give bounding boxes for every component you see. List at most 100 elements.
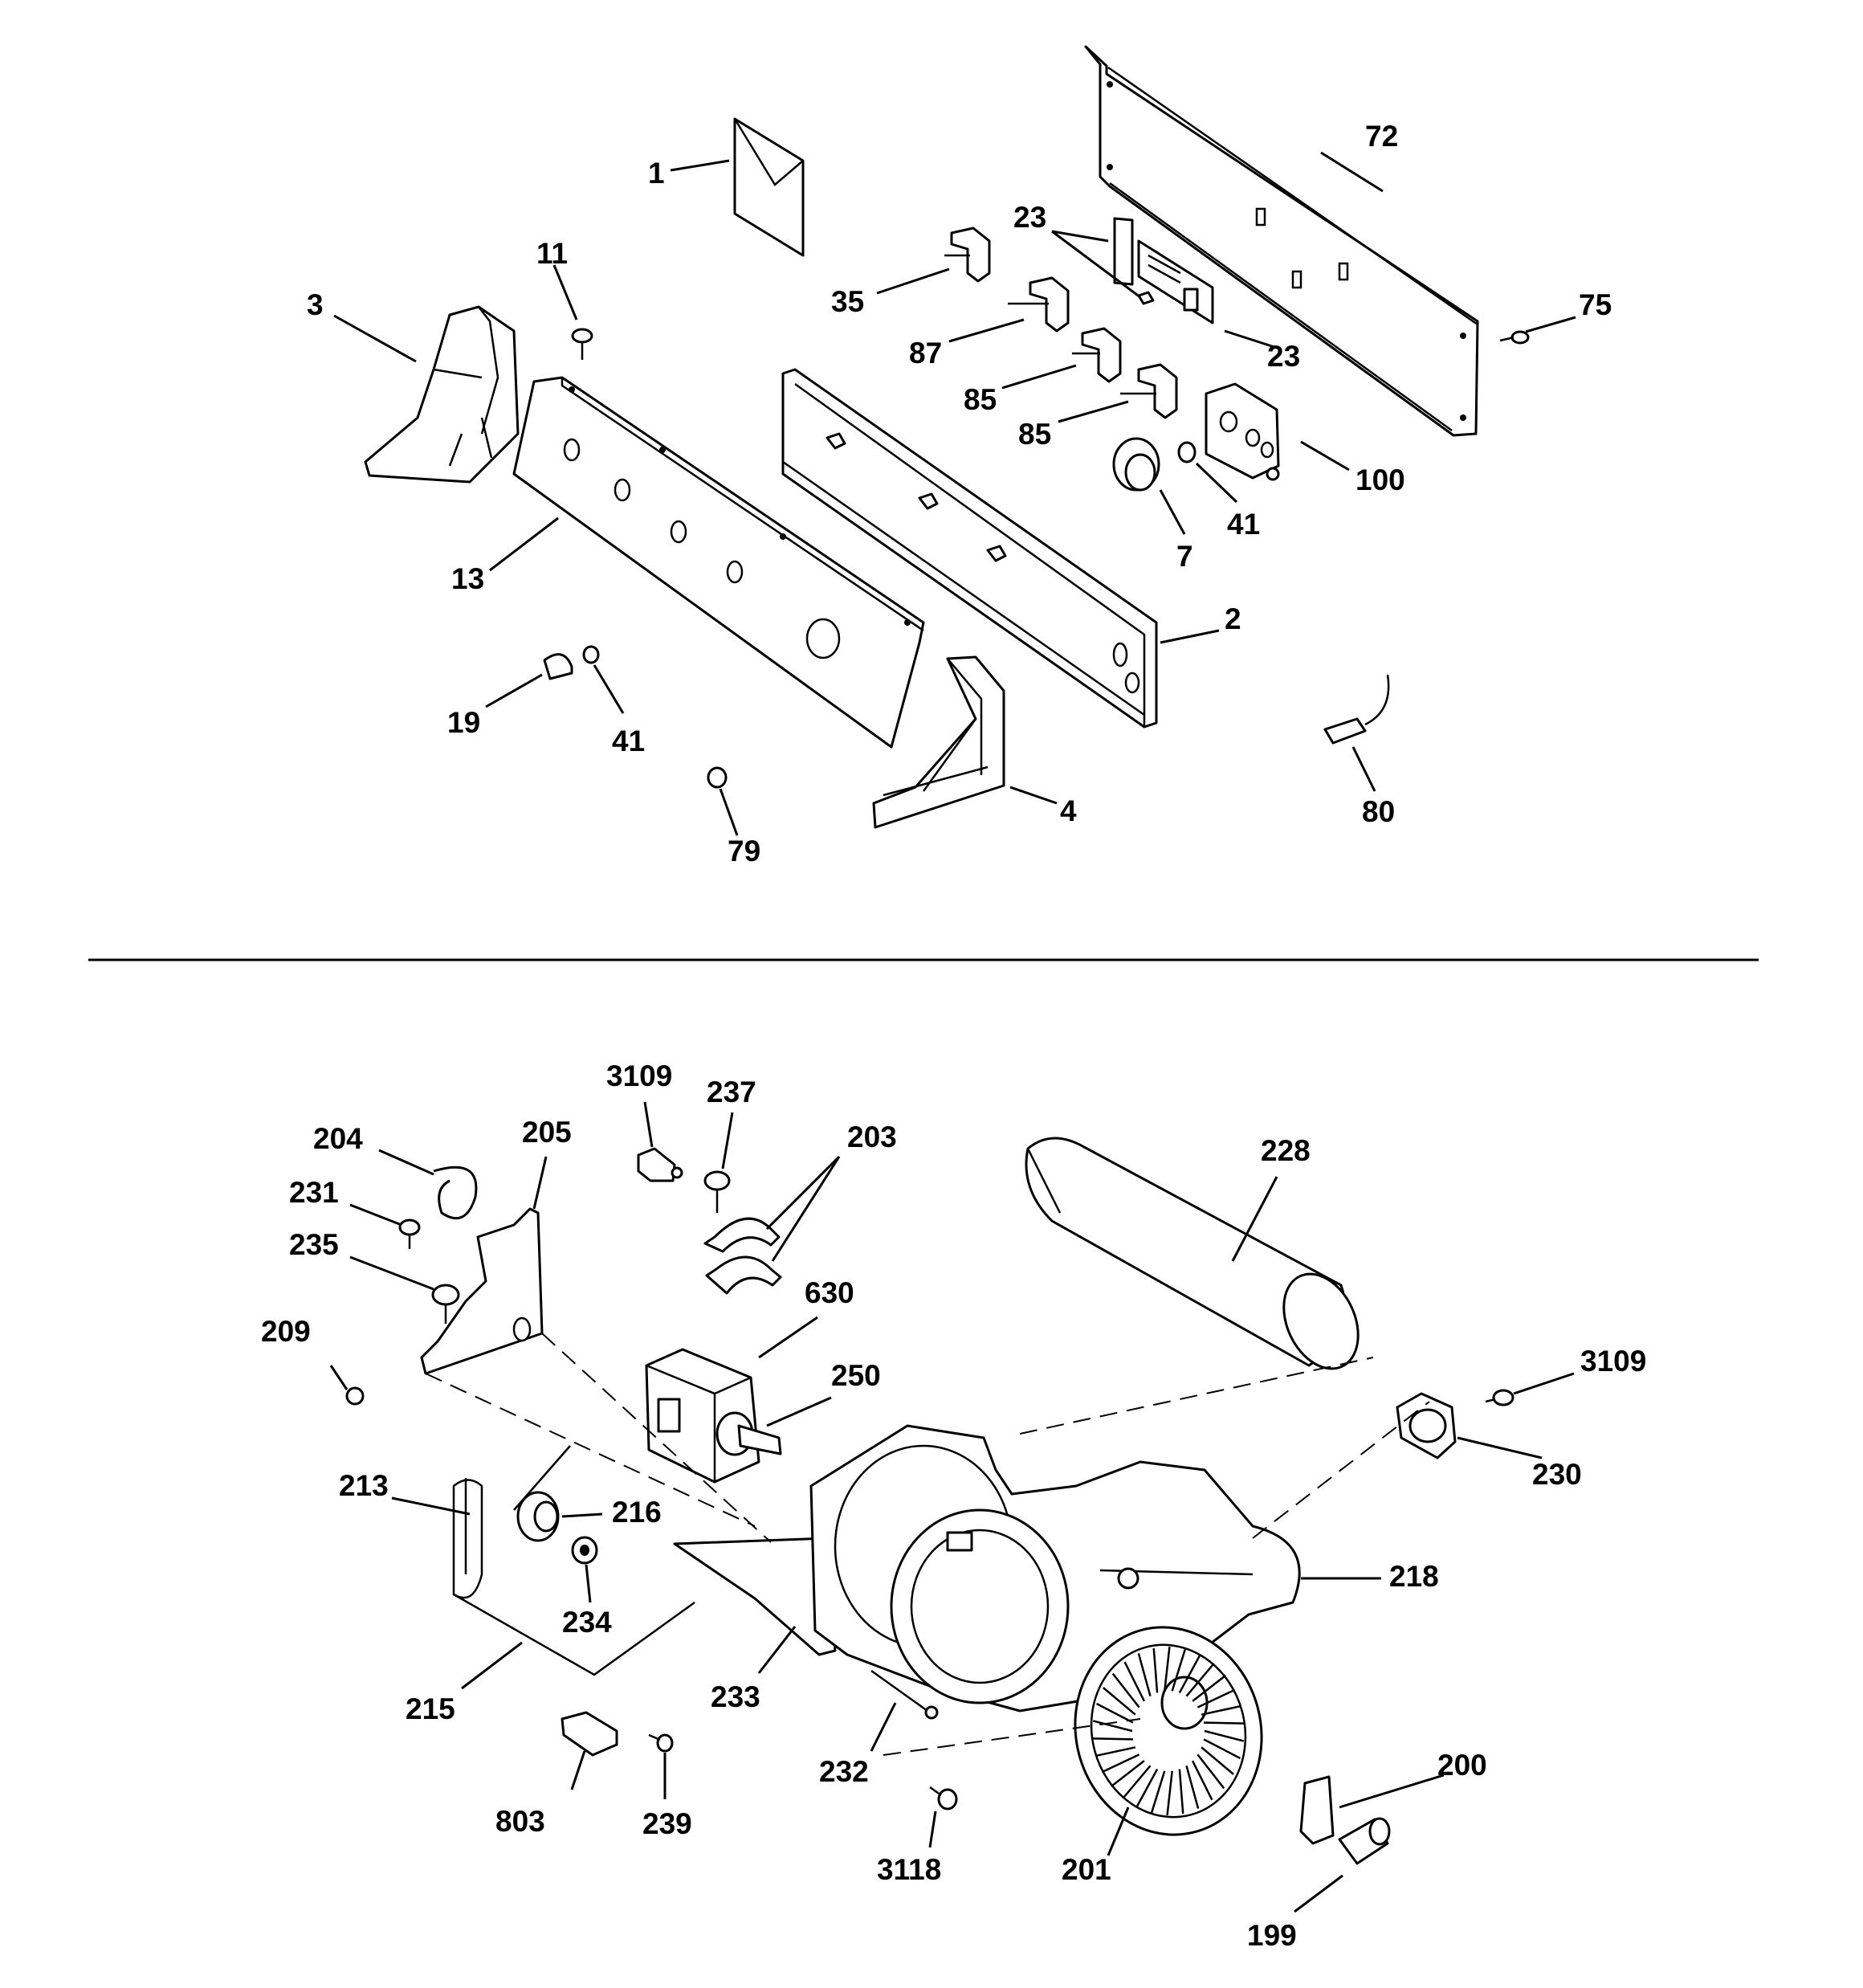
label-209: 209 [261,1315,311,1348]
part-233-base-plate [673,1537,837,1656]
bottom-section: 3109 237 203 204 205 231 235 228 630 209… [261,1059,1646,1952]
label-235: 235 [289,1228,339,1261]
blower-vane [1191,1760,1213,1801]
blower-vane [1178,1769,1184,1815]
part-87-switch [1008,276,1070,333]
part-3118-screw [929,1786,958,1810]
blower-vane [1192,1674,1226,1702]
blower-vane [1164,1646,1171,1692]
blower-vane [1203,1721,1245,1725]
label-803: 803 [495,1805,545,1838]
part-209-nut [345,1386,365,1406]
part-75-screw [1499,330,1530,345]
label-630: 630 [805,1276,854,1309]
top-leader-lines [333,151,1576,836]
blower-vane [1092,1720,1133,1733]
part-19-knob [543,653,573,680]
label-231: 231 [289,1176,339,1209]
part-234-washer [571,1536,598,1565]
part-3109-plug-b [1485,1389,1514,1406]
part-803-switch [561,1711,618,1757]
part-203-clamp-b [705,1255,782,1295]
top-section: 1 72 23 23 35 75 11 3 87 85 85 100 41 7 … [307,45,1612,867]
blower-vane [1137,1653,1152,1697]
label-87: 87 [909,337,942,369]
label-218: 218 [1389,1560,1439,1593]
label-7: 7 [1176,540,1193,573]
blower-vane [1101,1753,1140,1774]
part-2-support-rail [781,368,1158,729]
label-199: 199 [1247,1919,1297,1952]
label-232: 232 [819,1755,869,1788]
part-1-envelope [733,117,805,257]
label-3109-b: 3109 [1580,1345,1646,1378]
label-234: 234 [562,1606,612,1639]
blower-vane [1103,1687,1136,1716]
blower-vane [1185,1663,1215,1697]
label-205: 205 [522,1116,572,1149]
blower-vane [1092,1737,1134,1741]
top-labels: 1 72 23 23 35 75 11 3 87 85 85 100 41 7 … [307,120,1612,867]
blower-vane [1196,1753,1225,1790]
label-239: 239 [642,1807,692,1840]
label-19: 19 [447,706,480,739]
blower-vane [1152,1647,1159,1693]
label-85-a: 85 [964,383,997,416]
part-3109-plug-a [637,1147,683,1182]
part-85-switch-a [1072,327,1122,383]
label-13: 13 [451,562,484,595]
blower-vane [1096,1702,1134,1724]
blower-vane [1178,1654,1201,1694]
part-239-screw [648,1733,674,1753]
part-250-motor-shaft [715,1411,782,1456]
label-250: 250 [831,1359,881,1392]
label-41-a: 41 [1227,508,1260,541]
label-1: 1 [648,157,665,190]
blower-vane [1111,1672,1140,1708]
blower-vane [1203,1738,1241,1760]
part-41-insert-a [1177,441,1196,463]
part-80-connector [1323,674,1390,745]
label-80: 80 [1362,795,1395,828]
label-237: 237 [707,1076,756,1108]
blower-vane [1135,1768,1159,1808]
blower-vane [1111,1760,1145,1788]
part-215-spring [453,1593,695,1676]
label-2: 2 [1225,602,1241,635]
part-13-control-panel [512,376,925,749]
label-216: 216 [612,1496,662,1529]
label-215: 215 [406,1692,455,1725]
label-35: 35 [831,285,864,318]
part-204-clip [433,1165,478,1220]
part-79-plug [707,766,728,789]
label-100: 100 [1355,463,1405,496]
blower-vanes [1092,1646,1245,1816]
part-235-screw [431,1284,460,1324]
blower-vane [1095,1746,1136,1757]
label-3109-a: 3109 [606,1059,672,1092]
blower-vane [1196,1688,1236,1708]
label-201: 201 [1062,1853,1111,1886]
assembly-lines [425,1333,1430,1756]
label-3118: 3118 [877,1853,941,1886]
part-216-pulley [513,1445,571,1542]
part-228-duct [1025,1137,1360,1370]
part-201-blower-wheel [1074,1626,1263,1836]
bottom-labels: 3109 237 203 204 205 231 235 228 630 209… [261,1059,1646,1952]
part-200-bracket [1299,1775,1335,1845]
blower-vane [1123,1661,1146,1702]
part-203-clamp-a [703,1217,781,1253]
part-231-screw [398,1219,421,1249]
part-4-end-cap [872,655,1005,829]
label-75: 75 [1579,288,1612,321]
part-72-rear-panel [1084,45,1479,437]
blower-vane [1201,1746,1234,1775]
label-233: 233 [711,1680,760,1713]
label-204: 204 [313,1122,363,1155]
part-11-screw [571,328,593,360]
label-203: 203 [847,1121,897,1153]
bottom-leader-lines [329,1101,1575,1913]
blower-vane [1204,1729,1245,1742]
label-230: 230 [1532,1458,1582,1491]
part-232-tie [870,1669,939,1720]
